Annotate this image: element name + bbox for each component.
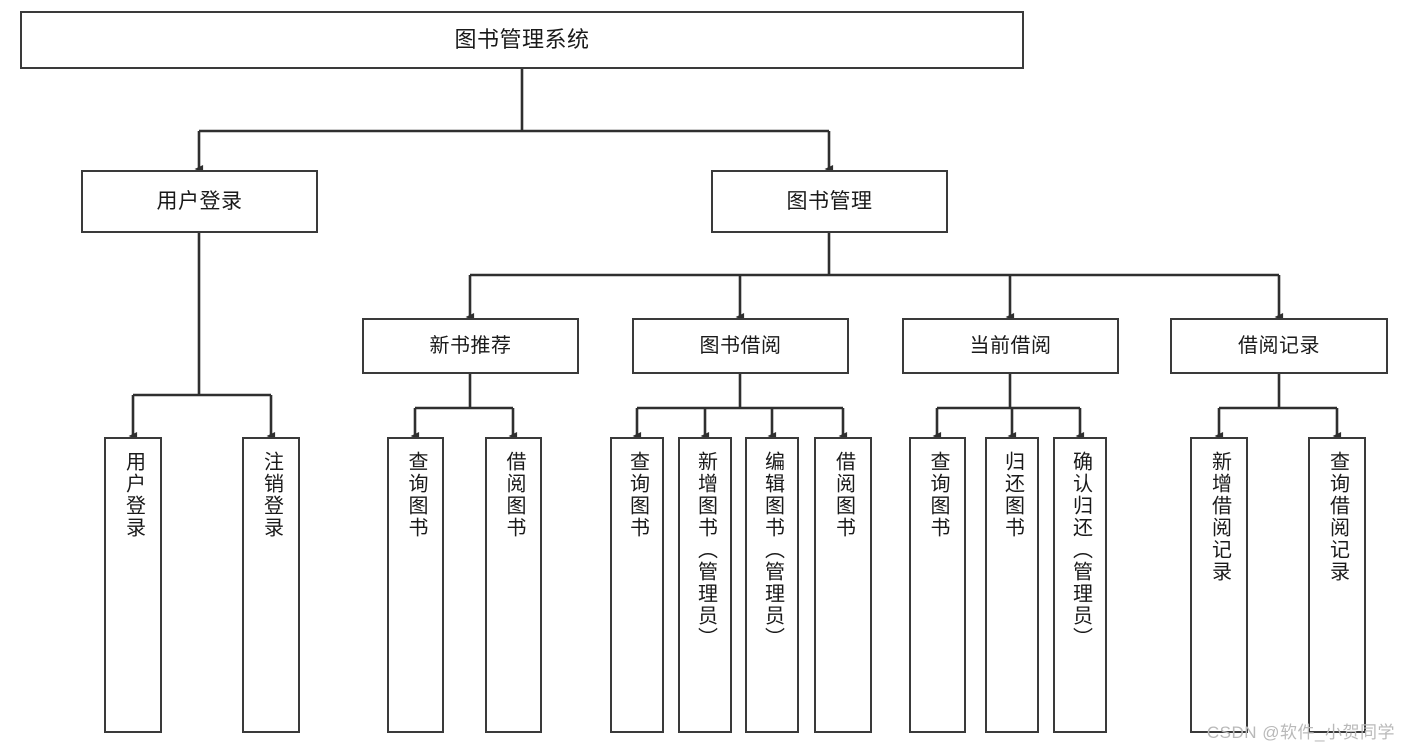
node-leaf-borrow-book-label: 借阅图书 (832, 451, 855, 539)
watermark-text: CSDN @软件_小贺同学 (1206, 723, 1395, 742)
node-leaf-add-borrow-record[interactable]: 新增借阅记录 (1190, 437, 1248, 733)
node-leaf-confirm-return-admin-label: 确认归还（管理员） (1069, 451, 1092, 649)
node-borrow-record-label: 借阅记录 (1238, 334, 1320, 357)
node-leaf-query-borrow-record-label: 查询借阅记录 (1326, 451, 1349, 583)
node-book-manage[interactable]: 图书管理 (711, 170, 948, 233)
node-root[interactable]: 图书管理系统 (20, 11, 1024, 69)
node-leaf-return-book[interactable]: 归还图书 (985, 437, 1039, 733)
node-leaf-query-book-borrow-label: 查询图书 (626, 451, 649, 539)
node-leaf-edit-book-admin-label: 编辑图书（管理员） (761, 451, 784, 649)
node-leaf-query-book-borrow[interactable]: 查询图书 (610, 437, 664, 733)
node-leaf-query-book-rec[interactable]: 查询图书 (387, 437, 444, 733)
node-leaf-add-borrow-record-label: 新增借阅记录 (1208, 451, 1231, 583)
node-book-borrow-label: 图书借阅 (699, 334, 782, 357)
node-new-book-recommend[interactable]: 新书推荐 (362, 318, 579, 374)
node-leaf-borrow-book-rec[interactable]: 借阅图书 (485, 437, 542, 733)
node-user-login-label: 用户登录 (156, 189, 243, 213)
node-leaf-confirm-return-admin[interactable]: 确认归还（管理员） (1053, 437, 1107, 733)
node-root-label: 图书管理系统 (454, 26, 590, 52)
node-leaf-user-login[interactable]: 用户登录 (104, 437, 162, 733)
node-leaf-user-logout[interactable]: 注销登录 (242, 437, 300, 733)
node-book-manage-label: 图书管理 (786, 189, 873, 213)
node-leaf-borrow-book[interactable]: 借阅图书 (814, 437, 872, 733)
node-leaf-query-book-cur[interactable]: 查询图书 (909, 437, 966, 733)
node-leaf-edit-book-admin[interactable]: 编辑图书（管理员） (745, 437, 799, 733)
node-leaf-user-logout-label: 注销登录 (260, 451, 283, 539)
node-new-book-recommend-label: 新书推荐 (429, 334, 512, 357)
node-borrow-record[interactable]: 借阅记录 (1170, 318, 1388, 374)
node-leaf-query-book-cur-label: 查询图书 (927, 451, 949, 539)
node-leaf-add-book-admin-label: 新增图书（管理员） (694, 451, 717, 649)
node-leaf-query-borrow-record[interactable]: 查询借阅记录 (1308, 437, 1366, 733)
node-leaf-return-book-label: 归还图书 (1001, 451, 1024, 539)
node-book-borrow[interactable]: 图书借阅 (632, 318, 849, 374)
node-leaf-add-book-admin[interactable]: 新增图书（管理员） (678, 437, 732, 733)
node-user-login[interactable]: 用户登录 (81, 170, 318, 233)
node-leaf-borrow-book-rec-label: 借阅图书 (503, 451, 525, 539)
node-current-borrow-label: 当前借阅 (969, 334, 1052, 357)
node-leaf-query-book-rec-label: 查询图书 (405, 451, 427, 539)
node-current-borrow[interactable]: 当前借阅 (902, 318, 1119, 374)
node-leaf-user-login-label: 用户登录 (122, 451, 145, 539)
